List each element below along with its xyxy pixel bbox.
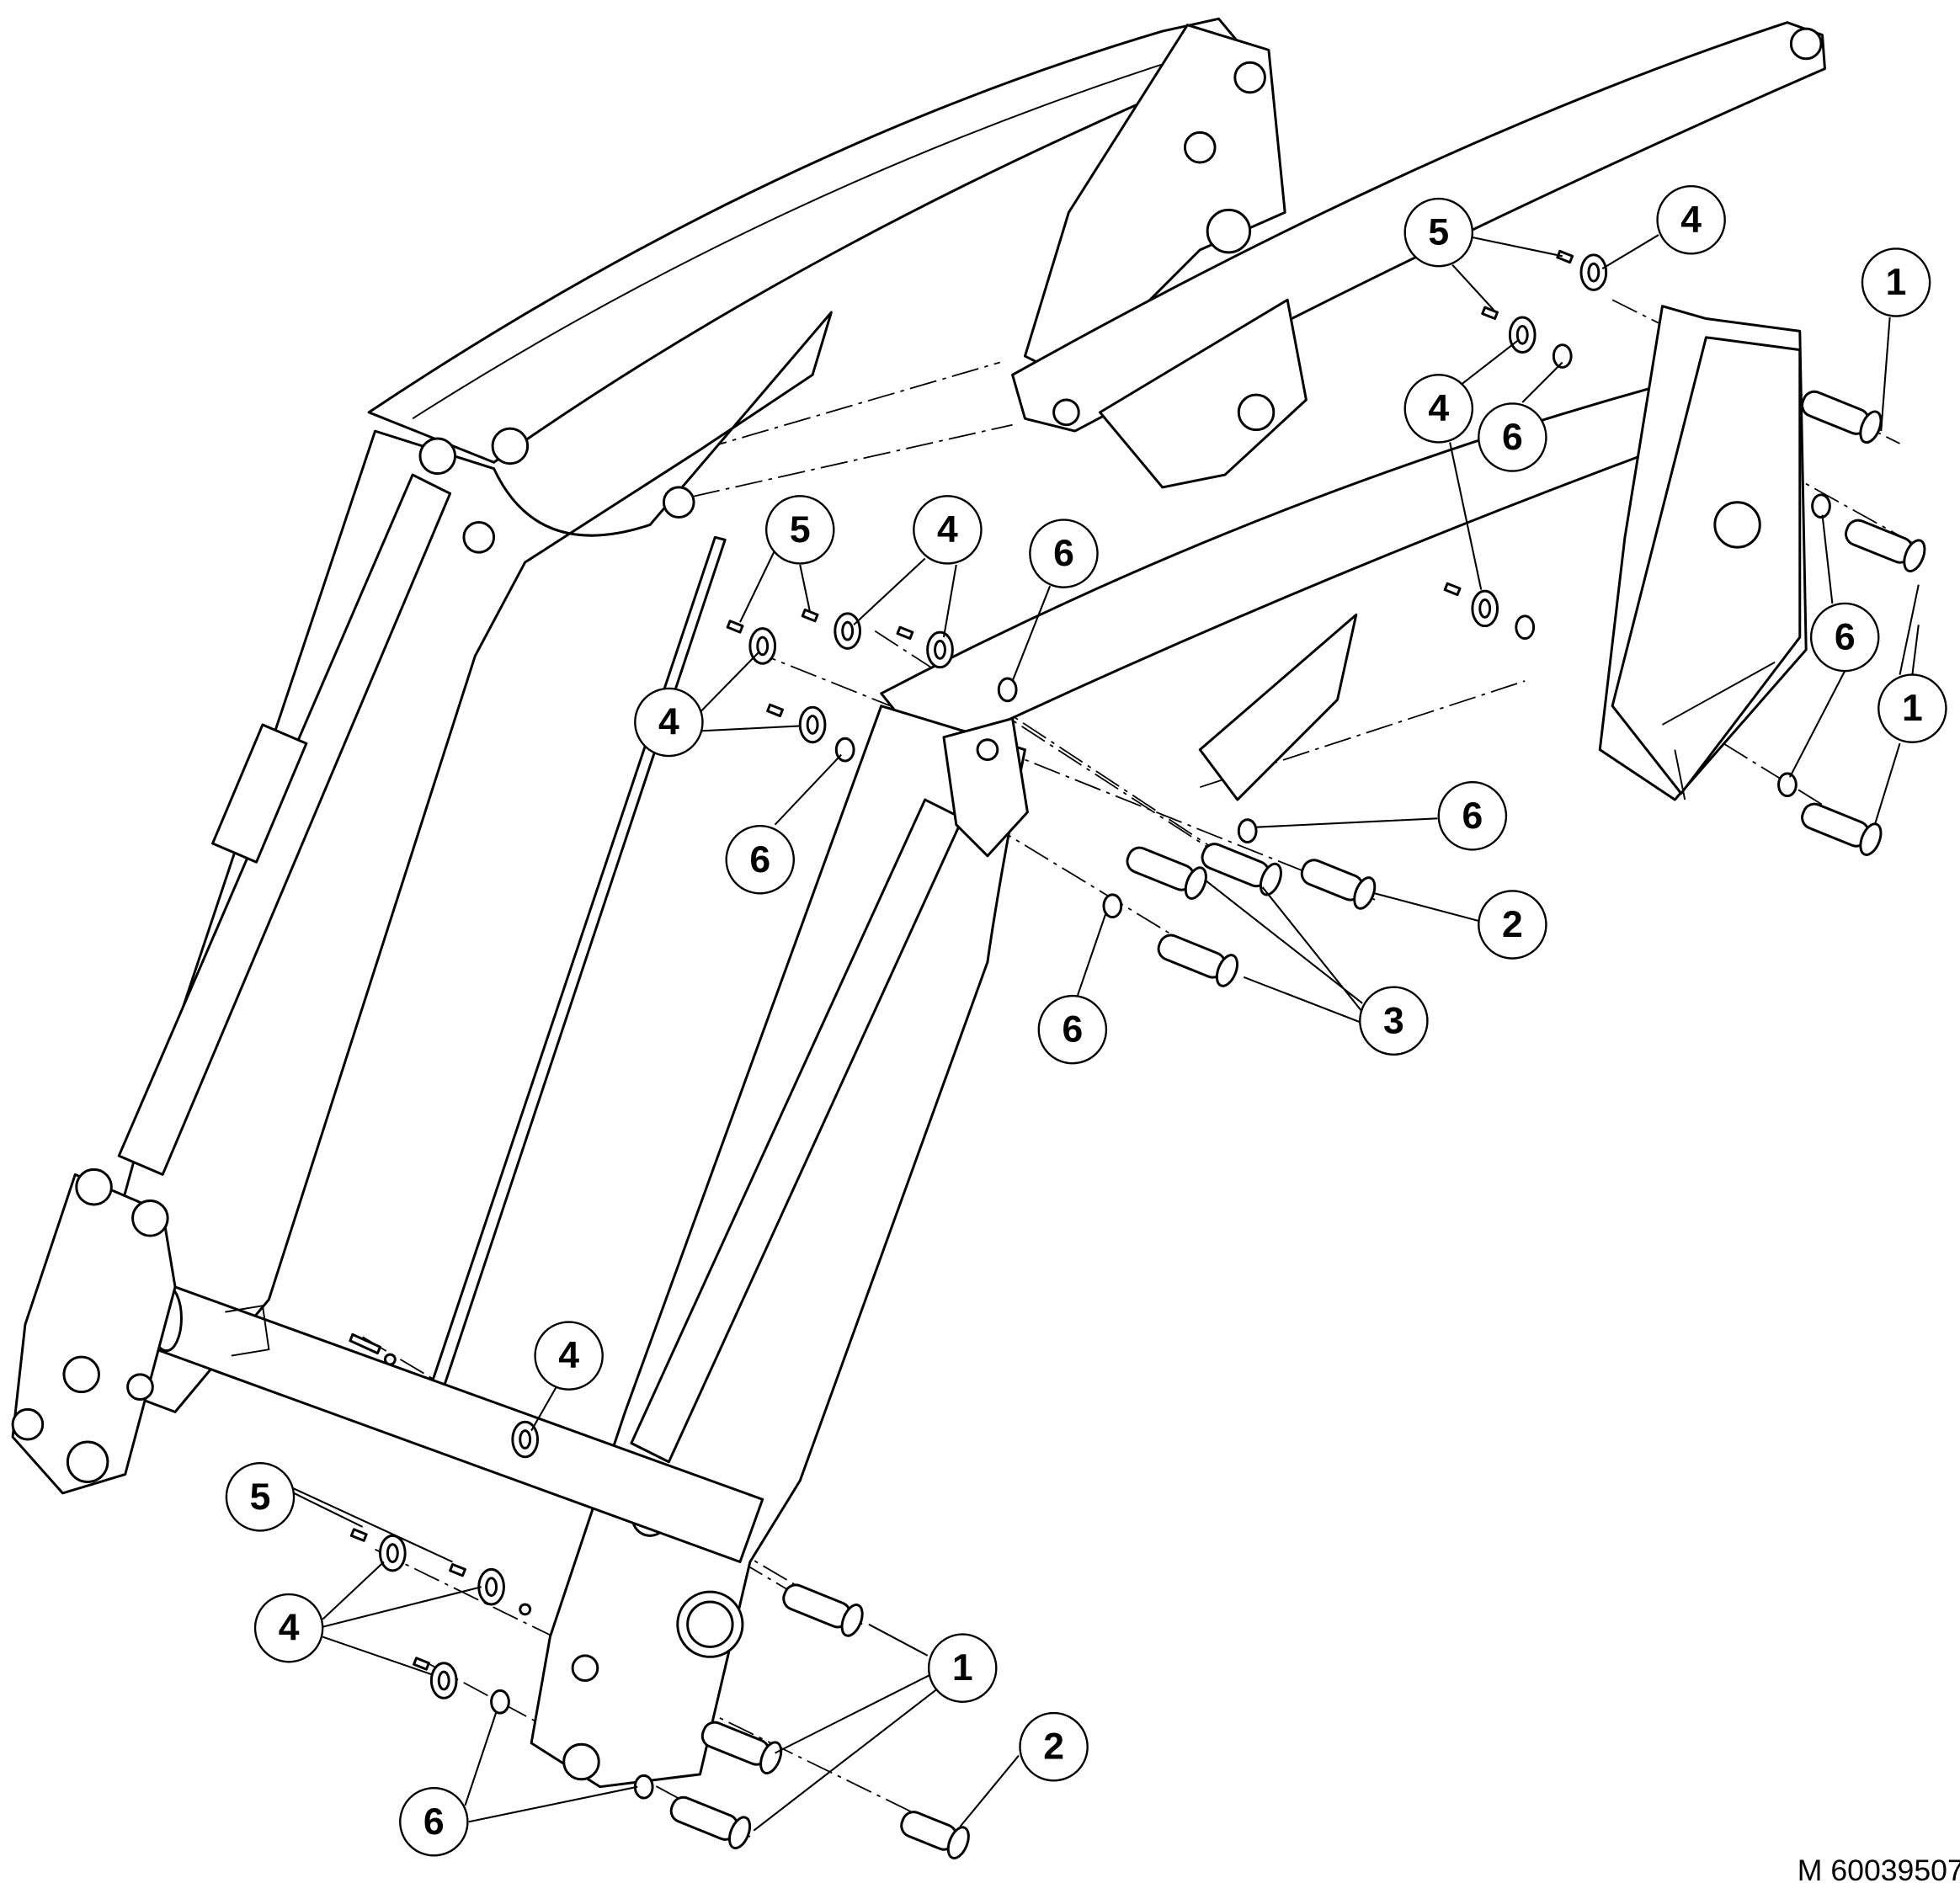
callout-4: 4 — [913, 495, 983, 565]
svg-text:6: 6 — [423, 1801, 445, 1843]
callout-6: 6 — [1478, 402, 1547, 472]
pin — [700, 1721, 783, 1774]
pin — [1157, 934, 1238, 987]
pin — [1300, 859, 1377, 910]
svg-text:4: 4 — [1428, 388, 1449, 429]
pin — [782, 1583, 864, 1637]
callout-2: 2 — [1478, 890, 1547, 960]
svg-text:4: 4 — [558, 1335, 579, 1376]
pin — [1801, 802, 1883, 856]
left-post — [73, 311, 833, 1413]
callout-6: 6 — [1809, 602, 1880, 673]
left-lower-pivot — [11, 1168, 177, 1495]
svg-text:4: 4 — [1680, 199, 1702, 241]
pin — [1201, 843, 1282, 896]
pin — [1801, 390, 1883, 444]
svg-text:6: 6 — [1062, 1009, 1083, 1051]
callout-4: 4 — [253, 1593, 324, 1663]
bolts — [349, 249, 1574, 1671]
svg-text:4: 4 — [658, 701, 679, 742]
callout-3: 3 — [1359, 986, 1429, 1056]
pin — [1126, 846, 1207, 900]
svg-text:4: 4 — [279, 1608, 300, 1649]
callout-4: 4 — [1656, 184, 1726, 255]
svg-text:3: 3 — [1383, 1000, 1404, 1041]
right-mount-bracket — [1598, 305, 1808, 801]
svg-text:5: 5 — [250, 1476, 271, 1518]
washers — [379, 253, 1608, 1699]
svg-text:6: 6 — [1462, 795, 1483, 837]
callout-2: 2 — [1019, 1711, 1089, 1782]
callout-4: 4 — [534, 1321, 604, 1391]
callout-1: 1 — [927, 1633, 998, 1703]
callout-5: 5 — [1403, 197, 1474, 268]
svg-text:1: 1 — [1886, 262, 1907, 303]
svg-text:6: 6 — [749, 839, 770, 880]
svg-text:2: 2 — [1502, 904, 1523, 945]
callout-4: 4 — [634, 687, 704, 758]
svg-text:6: 6 — [1502, 417, 1523, 458]
callout-1: 1 — [1861, 247, 1931, 317]
bushings — [490, 343, 1831, 1800]
svg-text:6: 6 — [1835, 617, 1856, 658]
callout-6: 6 — [1029, 519, 1099, 588]
pin — [900, 1811, 970, 1859]
svg-text:2: 2 — [1043, 1726, 1064, 1768]
svg-text:5: 5 — [790, 509, 811, 551]
drawing-number: M 60039507 — [1798, 1854, 1960, 1883]
svg-text:1: 1 — [1902, 688, 1923, 729]
pin — [1845, 519, 1926, 572]
callout-6: 6 — [1437, 781, 1508, 851]
leader-lines — [290, 234, 1920, 1832]
pin — [669, 1795, 752, 1850]
callout-5: 5 — [225, 1462, 296, 1532]
callout-1: 1 — [1877, 673, 1947, 743]
callout-6: 6 — [399, 1786, 469, 1857]
callout-5: 5 — [764, 495, 835, 565]
svg-text:5: 5 — [1428, 212, 1449, 253]
svg-text:4: 4 — [937, 509, 958, 551]
callout-6: 6 — [1037, 994, 1108, 1065]
pins — [669, 390, 1926, 1859]
callout-6: 6 — [725, 825, 796, 895]
svg-text:1: 1 — [952, 1647, 973, 1689]
svg-text:6: 6 — [1053, 533, 1074, 574]
callout-4: 4 — [1403, 374, 1474, 444]
left-upper-boom — [367, 17, 1286, 464]
callout-bubbles: 5 4 1 4 6 5 4 6 4 6 6 1 6 2 3 6 4 5 4 1 … — [225, 184, 1947, 1857]
